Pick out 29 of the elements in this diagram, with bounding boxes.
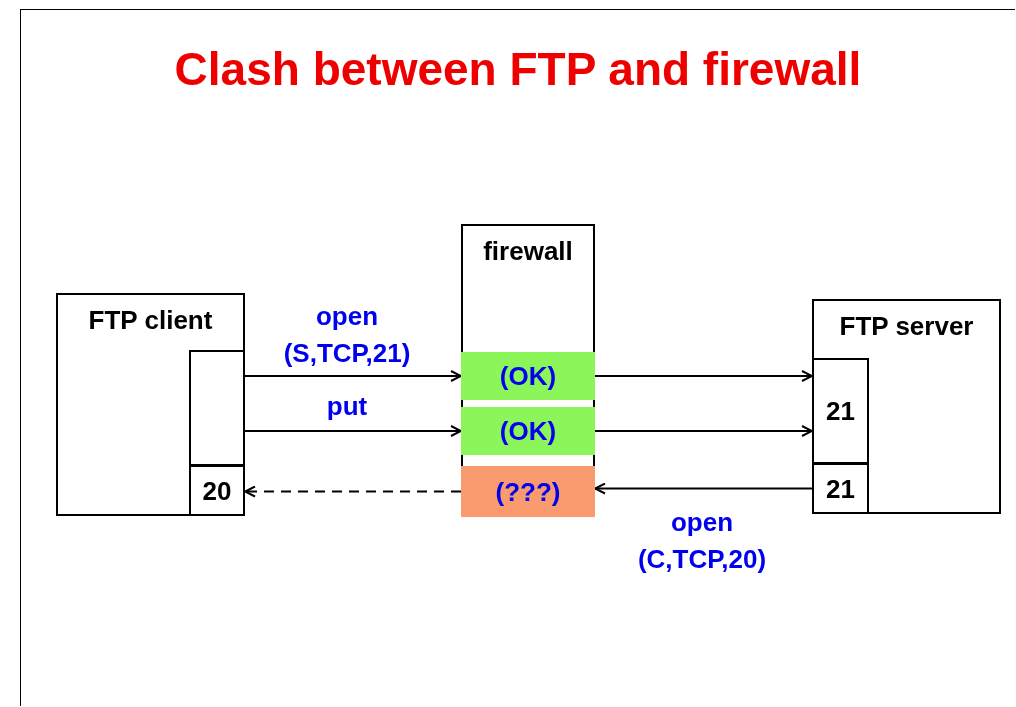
node-text: 21	[825, 395, 856, 427]
node-text: (OK)	[498, 360, 558, 392]
arrow	[594, 482, 813, 495]
node-text: 21	[825, 473, 856, 504]
port-box	[189, 350, 245, 466]
node-text: (???)	[494, 476, 562, 507]
dashed-arrow	[244, 485, 462, 498]
port-box	[812, 463, 869, 514]
rule-bar	[461, 352, 595, 400]
port-box	[812, 358, 869, 464]
port-box	[189, 465, 245, 516]
title: Clash between FTP and firewall	[173, 42, 863, 96]
edge-label: open (S,TCP,21)	[282, 300, 412, 370]
node-heading: firewall	[482, 236, 574, 267]
arrow	[594, 370, 813, 382]
server-box	[812, 299, 1001, 514]
arrow	[594, 425, 813, 437]
rule-bar	[461, 407, 595, 455]
client-box	[56, 293, 245, 516]
arrow	[244, 370, 462, 382]
node-heading: FTP client	[87, 305, 214, 336]
edge-label: open (C,TCP,20)	[636, 506, 768, 576]
node-text: (OK)	[498, 415, 558, 447]
arrow	[244, 425, 462, 437]
firewall-box	[461, 224, 595, 517]
node-text: 20	[201, 475, 233, 506]
edge-label: put	[325, 390, 369, 423]
node-heading: FTP server	[838, 311, 975, 342]
rule-bar	[461, 466, 595, 517]
